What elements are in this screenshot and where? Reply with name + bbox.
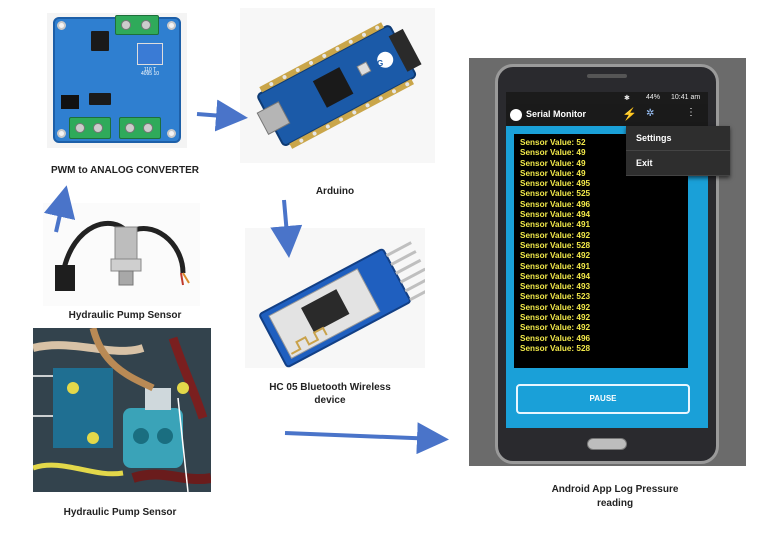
status-bar: ✱ 44% 10:41 am <box>506 92 708 104</box>
app-toolbar: Serial Monitor ⚡ ✲ ⋮ <box>506 104 708 126</box>
log-line: Sensor Value: 528 <box>520 343 591 353</box>
log-line: Sensor Value: 49 <box>520 168 586 178</box>
mount-hole <box>57 129 66 138</box>
mount-hole <box>57 21 66 30</box>
bottom-terminal-right <box>119 117 161 139</box>
sensor-drawing <box>55 221 190 291</box>
status-time: 10:41 am <box>671 94 701 101</box>
log-line: Sensor Value: 492 <box>520 302 591 312</box>
arduino-caption: Arduino <box>315 186 355 197</box>
pwm-chip-label: 110 T 4095 10 <box>140 67 160 77</box>
mount-hole <box>167 129 176 138</box>
log-line: Sensor Value: 525 <box>520 189 591 199</box>
regulator-chip <box>91 31 109 51</box>
log-line: Sensor Value: 494 <box>520 210 591 220</box>
lightning-icon[interactable]: ⚡ <box>622 107 637 121</box>
battery-percent: 44% <box>646 94 661 101</box>
arrow-bluetooth-to-phone <box>284 422 449 455</box>
log-line: Sensor Value: 496 <box>520 199 591 209</box>
sensor-caption: Hydraulic Pump Sensor <box>68 310 182 321</box>
log-line: Sensor Value: 492 <box>520 251 591 261</box>
menu-item-settings[interactable]: Settings <box>626 126 730 151</box>
pwm-caption: PWM to ANALOG CONVERTER <box>51 165 199 176</box>
log-line: Sensor Value: 492 <box>520 313 591 323</box>
log-line: Sensor Value: 491 <box>520 261 591 271</box>
overflow-menu: Settings Exit <box>626 126 730 176</box>
pump-drawing <box>33 328 211 492</box>
phone-screen: ✱ 44% 10:41 am Serial Monitor ⚡ ✲ ⋮ Sens… <box>506 92 730 428</box>
android-phone-image: ✱ 44% 10:41 am Serial Monitor ⚡ ✲ ⋮ Sens… <box>469 58 746 466</box>
pause-button[interactable]: PAUSE <box>516 384 690 414</box>
log-line: Sensor Value: 523 <box>520 292 591 302</box>
arrow-pwm-to-arduino <box>196 99 248 132</box>
arrow-arduino-to-bluetooth <box>270 199 303 258</box>
menu-item-exit[interactable]: Exit <box>626 151 730 176</box>
screw <box>93 123 103 133</box>
app-caption-line2: reading <box>596 498 634 509</box>
log-line: Sensor Value: 495 <box>520 179 591 189</box>
ic-chip <box>89 93 111 105</box>
log-line: Sensor Value: 491 <box>520 220 591 230</box>
arduino-logo: G <box>377 59 384 68</box>
overflow-menu-icon[interactable]: ⋮ <box>686 107 696 118</box>
pressure-sensor-image <box>43 203 200 306</box>
app-caption-line1: Android App Log Pressure <box>551 484 679 495</box>
screw <box>121 20 131 30</box>
bluetooth-status-icon: ✱ <box>624 95 630 102</box>
bluetooth-caption-line1: HC 05 Bluetooth Wireless <box>269 382 391 393</box>
log-line: Sensor Value: 492 <box>520 323 591 333</box>
log-line: Sensor Value: 49 <box>520 158 586 168</box>
bottom-terminal-left <box>69 117 111 139</box>
log-line: Sensor Value: 49 <box>520 148 586 158</box>
mount-hole <box>167 21 176 30</box>
log-line: Sensor Value: 496 <box>520 333 591 343</box>
wand-icon[interactable]: ✲ <box>646 108 655 119</box>
arrow-sensor-to-pwm <box>43 185 76 233</box>
hydraulic-pump-image <box>33 328 211 492</box>
arduino-image: G <box>240 8 435 163</box>
phone-speaker <box>587 74 627 78</box>
log-line: Sensor Value: 493 <box>520 282 591 292</box>
screw <box>75 123 85 133</box>
pump-caption: Hydraulic Pump Sensor <box>63 507 177 518</box>
jumper-header <box>61 95 79 109</box>
screw <box>143 123 153 133</box>
app-title: Serial Monitor <box>526 109 587 119</box>
connect-toggle-icon[interactable] <box>510 109 522 121</box>
bluetooth-module-image <box>245 228 425 368</box>
log-line: Sensor Value: 492 <box>520 230 591 240</box>
screw <box>141 20 151 30</box>
potentiometer <box>137 43 163 65</box>
bluetooth-caption-line2: device <box>314 395 346 406</box>
log-line: Sensor Value: 528 <box>520 240 591 250</box>
screw <box>125 123 135 133</box>
log-line: Sensor Value: 52 <box>520 138 586 147</box>
arduino-board-drawing <box>256 22 422 149</box>
phone-home-button <box>587 438 627 450</box>
app-content: Sensor Value: 52 Sensor Value: 49 Sensor… <box>506 126 708 428</box>
bluetooth-drawing <box>259 241 425 368</box>
log-line: Sensor Value: 494 <box>520 271 591 281</box>
pwm-converter-image: 110 T 4095 10 <box>47 13 187 148</box>
